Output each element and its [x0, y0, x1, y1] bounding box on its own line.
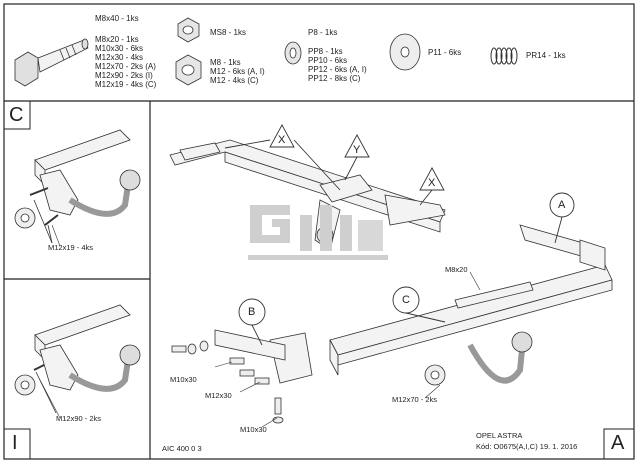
nut-ms8-label: MS8 - 1ks — [210, 28, 247, 37]
bolt-main-label: M8x40 - 1ks — [95, 14, 139, 23]
washer-p8-icon — [284, 41, 302, 65]
washer-list-item: PP8 - 1ks — [308, 47, 343, 56]
drawing-code: AIC 400 0 3 — [162, 444, 202, 453]
panel-c-callout: M12x19 - 4ks — [48, 243, 94, 252]
panel-i-hitch-drawing — [14, 304, 141, 414]
bolt-list-item: M12x70 - 2ks (A) — [95, 62, 156, 71]
spring-pr14-icon — [490, 47, 518, 65]
marker-x-left: X — [278, 134, 286, 146]
nut-list-item: M12 - 6ks (A, I) — [210, 67, 265, 76]
b-hardware-drawing — [171, 340, 284, 424]
nut-ms8-icon — [177, 17, 200, 43]
spring-pr14-label: PR14 - 1ks — [526, 51, 566, 60]
bolt-list-item: M12x30 - 4ks — [95, 53, 144, 62]
callout-m12x70: M12x70 - 2ks — [392, 395, 438, 404]
washer-list-item: PP12 - 6ks (A, I) — [308, 65, 367, 74]
panel-i-letter-box — [3, 428, 31, 460]
panel-c-hitch-drawing — [14, 129, 141, 244]
washer-p11-label: P11 - 6ks — [428, 48, 462, 57]
washer-list: PP8 - 1ks PP10 - 6ks PP12 - 6ks (A, I) P… — [308, 47, 367, 83]
nut-list-item: M8 - 1ks — [210, 58, 241, 67]
panel-c-letter: C — [9, 104, 24, 126]
bolt-list-item: M8x20 - 1ks — [95, 35, 139, 44]
nut-m8-icon — [175, 54, 202, 86]
callout-m12x30: M12x30 — [205, 391, 232, 400]
galia-logo-watermark — [248, 205, 388, 260]
callout-m8x20: M8x20 — [445, 265, 468, 274]
callout-m10x30-b: M10x30 — [240, 425, 267, 434]
washer-p8-label: P8 - 1ks — [308, 28, 338, 37]
panel-a-letter: A — [611, 432, 625, 454]
washer-list-item: PP10 - 6ks — [308, 56, 348, 65]
marker-triangles — [224, 124, 445, 206]
circle-label-c: C — [402, 294, 410, 306]
bolt-list: M8x20 - 1ks M10x30 - 6ks M12x30 - 4ks M1… — [95, 35, 156, 89]
nut-list-item: M12 - 4ks (C) — [210, 76, 259, 85]
bolt-icon — [14, 38, 89, 87]
leader-lines — [39, 224, 481, 428]
panel-i-letter: I — [12, 432, 18, 454]
circle-label-a: A — [558, 199, 566, 211]
lower-beam-drawing — [214, 224, 613, 386]
washer-list-item: PP12 - 8ks (C) — [308, 74, 361, 83]
vehicle-name: OPEL ASTRA — [476, 431, 523, 440]
label-circles — [238, 192, 575, 346]
marker-x-right: X — [428, 177, 436, 189]
washer-p11-icon — [389, 33, 421, 71]
marker-y: Y — [353, 144, 361, 156]
circle-label-b: B — [248, 306, 256, 318]
panel-i-callout: M12x90 - 2ks — [56, 414, 102, 423]
nut-list: M8 - 1ks M12 - 6ks (A, I) M12 - 4ks (C) — [210, 58, 265, 85]
bolt-list-item: M10x30 - 6ks — [95, 44, 144, 53]
callout-m10x30-a: M10x30 — [170, 375, 197, 384]
bolt-list-item: M12x19 - 4ks (C) — [95, 80, 157, 89]
panel-a-letter-box — [603, 428, 635, 460]
outer-frame — [3, 3, 635, 460]
bolt-list-item: M12x90 - 2ks (I) — [95, 71, 153, 80]
panel-c-letter-box — [3, 100, 31, 130]
kod-date: Kód: O0675(A,I,C) 19. 1. 2016 — [476, 442, 578, 451]
